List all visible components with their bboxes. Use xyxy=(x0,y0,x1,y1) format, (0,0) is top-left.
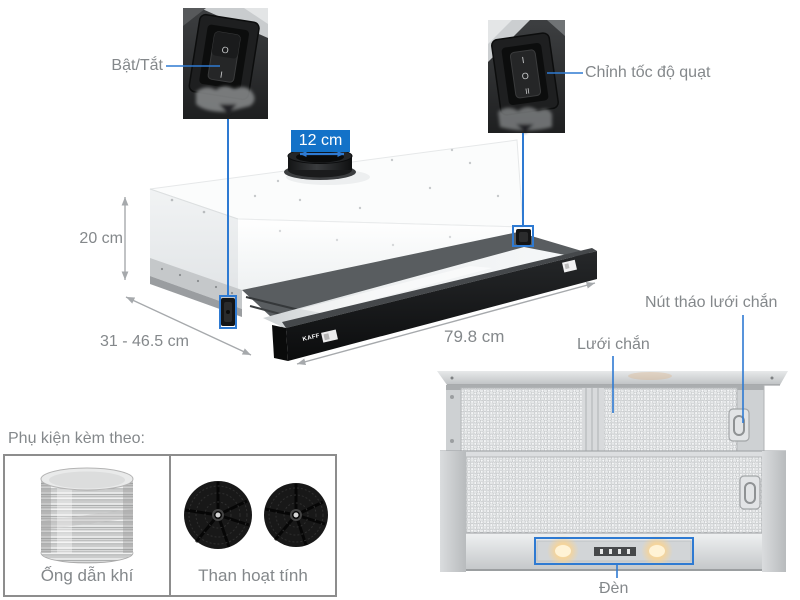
lamp-core xyxy=(649,545,665,557)
right-flange xyxy=(762,451,786,572)
air-duct-image xyxy=(40,467,134,564)
foam-texture xyxy=(498,107,552,133)
accessory-cell-carbon: Than hoạt tính xyxy=(171,456,335,595)
carbon-filter-label: Than hoạt tính xyxy=(198,566,308,585)
switch-marking-i: I xyxy=(219,70,223,80)
left-flange xyxy=(440,451,466,572)
accessories-heading: Phụ kiện kèm theo: xyxy=(8,430,145,447)
panel-sticker-right xyxy=(562,259,577,273)
accessories-table: Ống dẫn khí xyxy=(3,454,337,597)
speed-switch-callout: I O II xyxy=(488,20,565,133)
hood-front-face xyxy=(238,219,523,291)
depth-dimension-label: 31 - 46.5 cm xyxy=(100,333,189,350)
switch-marking-1: I xyxy=(521,55,525,65)
switch-marking-o: O xyxy=(221,45,229,56)
hinge-dot xyxy=(450,439,454,443)
light-highlight-box xyxy=(534,537,694,565)
hood-main-view: KAFF xyxy=(149,139,597,361)
light-label: Đèn xyxy=(599,580,629,597)
speed-switch-label: Chỉnh tốc độ quạt xyxy=(585,64,711,81)
power-switch-label: Bật/Tắt xyxy=(111,57,163,74)
air-duct-label: Ống dẫn khí xyxy=(40,566,134,585)
power-switch-on-body xyxy=(221,298,235,326)
carbon-filter-left xyxy=(184,481,252,549)
switch-marking-0: O xyxy=(521,71,529,82)
filter-release-latch-outer xyxy=(739,475,761,510)
carbon-filters-image xyxy=(184,481,328,549)
hinge-dot xyxy=(450,395,454,399)
switch-marking-2: II xyxy=(525,87,531,97)
annotation-lines xyxy=(121,65,744,578)
foam-texture xyxy=(196,86,255,115)
corner-shade xyxy=(183,8,206,26)
lamp-grille xyxy=(594,547,636,556)
hood-left-face xyxy=(150,189,238,291)
outer-top-edge xyxy=(440,451,786,457)
width-dimension-arrow xyxy=(296,281,596,366)
metal-corner-highlight xyxy=(244,8,268,24)
filter-mesh-label: Lưới chắn xyxy=(577,336,650,353)
hood-edge xyxy=(149,188,239,220)
corner-shade xyxy=(547,20,565,36)
rocker-switch-speed: I O II xyxy=(491,32,559,116)
filter-release-latch-inner xyxy=(728,408,750,442)
depth-dimension-arrow xyxy=(125,296,252,356)
power-switch-callout: O I xyxy=(183,8,268,119)
mesh-divider xyxy=(582,388,604,451)
metal-corner-highlight xyxy=(488,20,512,44)
accessory-cell-duct: Ống dẫn khí xyxy=(5,456,171,595)
carbon-filter-right xyxy=(264,483,328,547)
rivets xyxy=(160,267,234,295)
underside-view xyxy=(437,371,788,572)
warm-reflection xyxy=(628,372,672,380)
duct-diameter-badge: 12 cm xyxy=(291,130,350,152)
speed-switch-on-body xyxy=(516,229,531,245)
height-dimension-label: 20 cm xyxy=(79,230,123,247)
plate-hole xyxy=(450,376,454,380)
width-dimension-label: 79.8 cm xyxy=(444,327,505,346)
lamp-core xyxy=(555,545,571,557)
plate-hole xyxy=(770,376,774,380)
filter-release-label: Nút tháo lưới chắn xyxy=(645,294,778,311)
outer-grease-filter-mesh xyxy=(465,456,763,534)
hood-edge xyxy=(237,218,524,228)
rocker-switch-power: O I xyxy=(188,13,260,101)
